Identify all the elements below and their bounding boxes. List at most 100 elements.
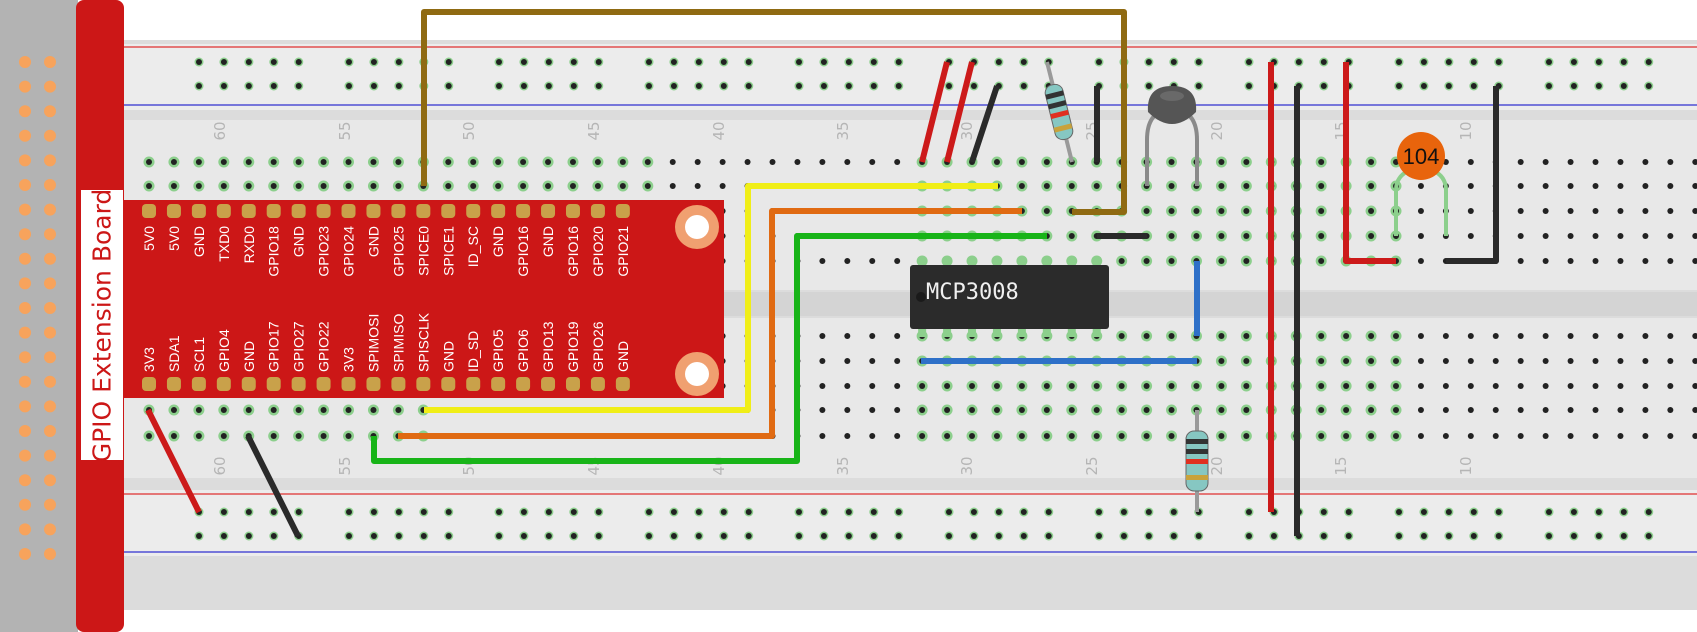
rail-hole — [695, 509, 702, 515]
rail-hole — [1195, 533, 1202, 539]
rail-hole — [1445, 509, 1452, 515]
rail-hole — [895, 533, 902, 539]
rail-hole — [520, 533, 527, 539]
terminal-hole — [894, 433, 901, 439]
column-number: 50 — [460, 121, 478, 140]
rail-hole — [1120, 509, 1127, 515]
terminal-hole — [669, 159, 676, 165]
terminal-hole — [1642, 183, 1649, 189]
terminal-hole — [1542, 208, 1549, 214]
terminal-hole — [1467, 233, 1474, 239]
terminal-hole — [844, 333, 851, 339]
terminal-hole — [1243, 358, 1250, 364]
rail-hole — [670, 509, 677, 515]
rail-hole — [520, 83, 527, 89]
terminal-hole — [146, 159, 152, 165]
gpio-pin-label: GPIO19 — [565, 321, 581, 372]
header-pin-dot — [44, 154, 56, 167]
terminal-hole — [1417, 333, 1424, 339]
terminal-hole — [1467, 433, 1474, 439]
rail-hole — [695, 59, 702, 65]
terminal-hole — [1118, 433, 1125, 439]
terminal-hole — [1318, 433, 1325, 439]
terminal-hole — [445, 183, 452, 189]
chip-notch — [916, 292, 926, 302]
terminal-hole — [1617, 183, 1624, 189]
terminal-hole — [545, 159, 552, 165]
mcp3008-chip — [910, 265, 1109, 329]
column-number: 30 — [958, 456, 976, 475]
rail-hole — [1420, 509, 1427, 515]
rail-hole — [570, 533, 577, 539]
terminal-hole — [1692, 383, 1697, 389]
terminal-hole — [1592, 383, 1599, 389]
header-pin-dot — [19, 154, 31, 167]
chip-pin-top — [1042, 257, 1051, 267]
rail-hole — [995, 533, 1002, 539]
terminal-hole — [1517, 159, 1524, 165]
terminal-hole — [1467, 358, 1474, 364]
gpio-pin-top — [266, 204, 281, 218]
terminal-hole — [1592, 233, 1599, 239]
header-pin-dot — [19, 277, 31, 290]
terminal-hole — [1417, 233, 1424, 239]
terminal-hole — [1368, 433, 1375, 439]
terminal-hole — [1368, 159, 1375, 165]
rail-hole — [1295, 59, 1302, 65]
gpio-pin-label: GPIO13 — [540, 321, 556, 372]
rail-hole — [1546, 509, 1552, 515]
chip-pin-bottom — [1092, 327, 1101, 337]
rail-hole — [720, 509, 727, 515]
header-pin-dot — [44, 129, 56, 142]
capacitor-label: 104 — [1403, 144, 1440, 169]
terminal-hole — [1592, 208, 1599, 214]
rail-hole — [670, 83, 677, 89]
rail-hole — [820, 509, 827, 515]
rail-hole — [370, 509, 377, 515]
rail-hole — [820, 83, 827, 89]
header-pin-dot — [19, 548, 31, 560]
rail-hole — [1620, 59, 1627, 65]
chip-pin-bottom — [918, 327, 927, 337]
terminal-hole — [1642, 233, 1649, 239]
wire-orange — [398, 208, 1022, 439]
gpio-pin-label: GPIO4 — [216, 329, 232, 372]
rail-hole — [545, 533, 552, 539]
gpio-pin-label: GPIO21 — [615, 226, 631, 277]
rail-hole — [220, 83, 227, 89]
chip-pin-top — [968, 257, 977, 267]
terminal-hole — [969, 383, 976, 389]
terminal-hole — [1318, 233, 1325, 239]
rail-hole — [796, 533, 802, 539]
gpio-pin-bottom — [341, 377, 356, 391]
terminal-hole — [1667, 208, 1674, 214]
header-pin-dot — [44, 252, 56, 265]
terminal-hole — [844, 358, 851, 364]
terminal-hole — [245, 159, 252, 165]
terminal-hole — [195, 159, 202, 165]
header-pin-dot — [19, 375, 31, 388]
terminal-hole — [819, 333, 826, 339]
terminal-hole — [1068, 407, 1075, 413]
terminal-hole — [1492, 333, 1499, 339]
terminal-hole — [1467, 407, 1474, 413]
terminal-hole — [1168, 258, 1175, 264]
terminal-hole — [1567, 183, 1574, 189]
terminal-hole — [1218, 159, 1225, 165]
wire-green — [371, 233, 1047, 464]
rail-hole — [870, 509, 877, 515]
rail-hole — [570, 83, 577, 89]
terminal-hole — [1043, 159, 1050, 165]
gpio-pin-top — [316, 204, 331, 218]
rail-hole — [545, 83, 552, 89]
terminal-hole — [594, 159, 601, 165]
terminal-hole — [1442, 383, 1449, 389]
header-pin-dot — [44, 277, 56, 290]
gpio-pin-top — [466, 204, 481, 218]
terminal-hole — [295, 407, 302, 413]
gpio-pin-label: 3V3 — [341, 347, 357, 372]
rail-hole — [670, 533, 677, 539]
terminal-hole — [1318, 159, 1325, 165]
rail-hole — [220, 59, 227, 65]
